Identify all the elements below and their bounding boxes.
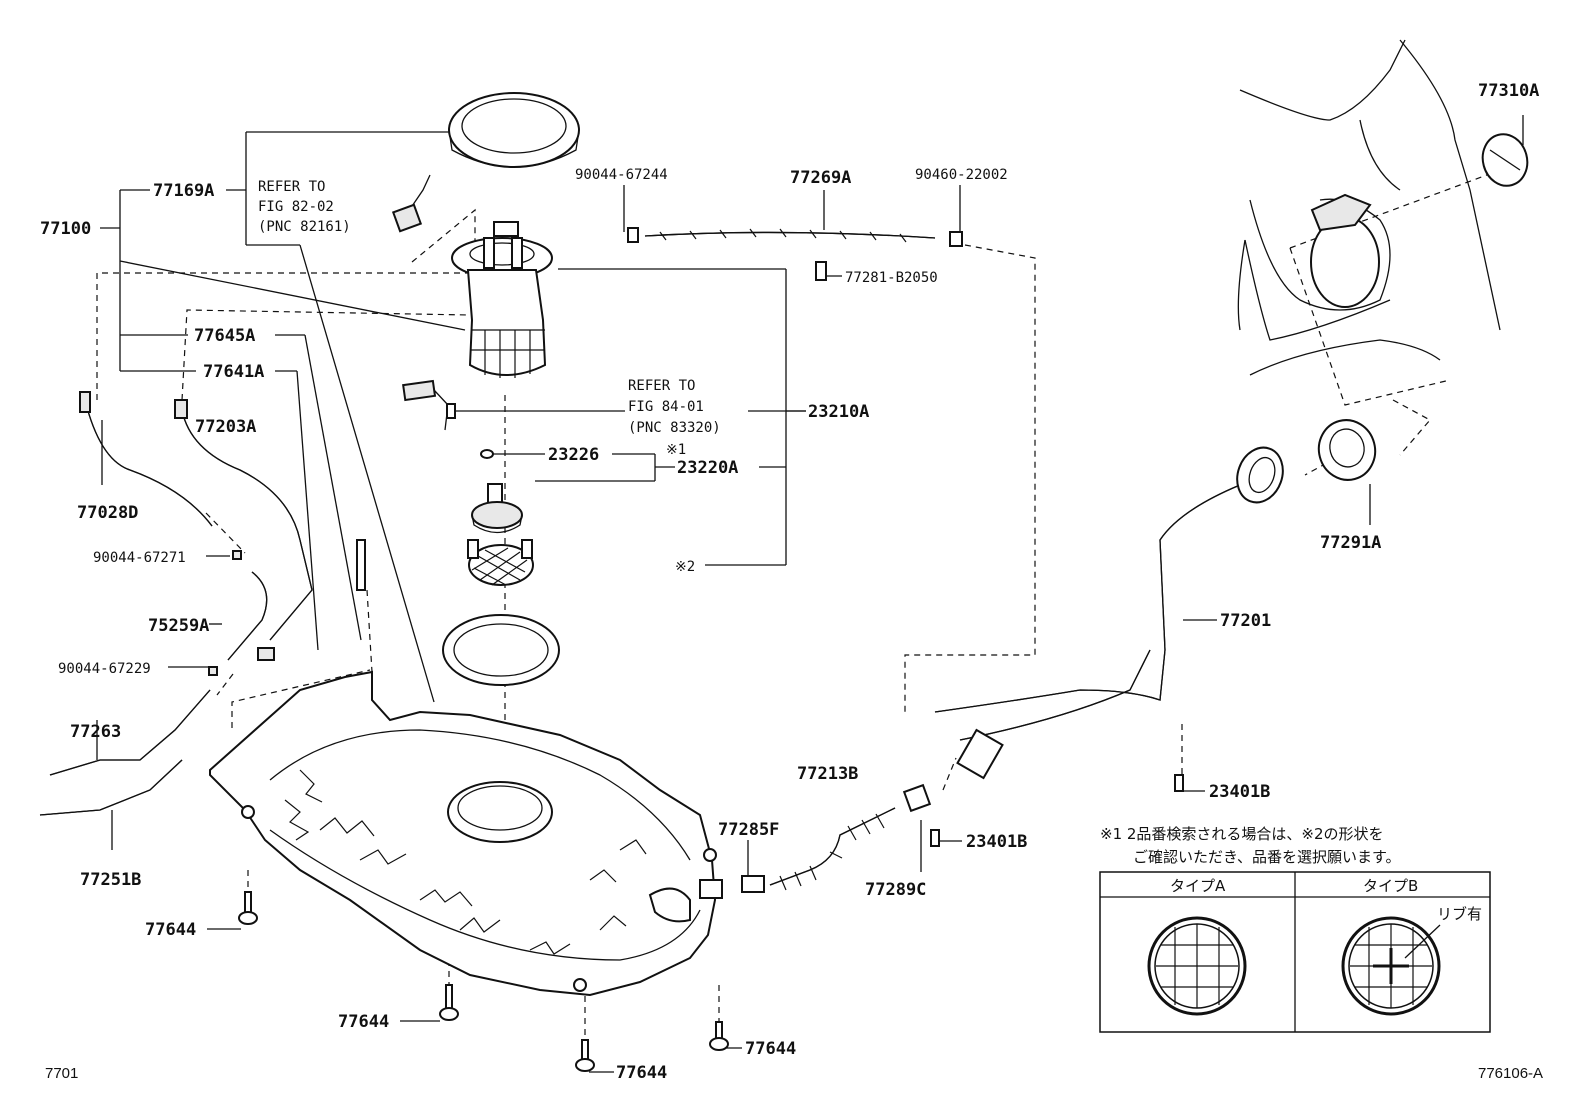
top-ring-gasket <box>448 92 580 168</box>
bolt-icon <box>709 1021 729 1051</box>
fuel-tank <box>209 670 723 997</box>
label-77281-B2050: 77281-B2050 <box>845 270 938 286</box>
fuel-cap <box>1481 133 1529 187</box>
label-77263: 77263 <box>70 722 121 742</box>
fuel-pump-assembly <box>451 221 553 378</box>
filler-pipe <box>934 446 1284 780</box>
ref-line: FIG 82-02 <box>258 199 334 215</box>
label-77644: 77644 <box>145 920 196 940</box>
label-77291A: 77291A <box>1320 533 1381 553</box>
ref-line: FIG 84-01 <box>628 399 704 415</box>
lower-ring-gasket <box>442 614 560 686</box>
ref-line: (PNC 83320) <box>628 420 721 436</box>
label-23401B: 23401B <box>966 832 1027 852</box>
body-panel <box>1237 39 1501 376</box>
label-77213B: 77213B <box>797 764 858 784</box>
label-77028D: 77028D <box>77 503 138 523</box>
figure-code: 776106-A <box>1478 1065 1543 1082</box>
label-90460-22002: 90460-22002 <box>915 167 1008 183</box>
label-90044-67244: 90044-67244 <box>575 167 668 183</box>
strainer-type-b-icon <box>1341 916 1441 1016</box>
strainer-cap <box>467 539 534 586</box>
part-labels: 77100 77169A 77645A 77641A 77203A 77028D… <box>40 81 1539 1083</box>
bolt-icon <box>439 984 459 1021</box>
connector-plug <box>391 174 431 233</box>
ref-line: REFER TO <box>258 179 325 195</box>
dashed-assembly-lines <box>96 169 1501 1055</box>
page-code: 7701 <box>45 1065 78 1082</box>
label-mark-1: ※1 <box>666 442 686 458</box>
filler-hose <box>741 774 1184 893</box>
ref-line: (PNC 82161) <box>258 219 351 235</box>
label-23210A: 23210A <box>808 402 869 422</box>
label-75259A: 75259A <box>148 616 209 636</box>
label-23401B: 23401B <box>1209 782 1270 802</box>
bolt-icon <box>575 1039 595 1072</box>
label-23226: 23226 <box>548 445 599 465</box>
vent-tube <box>627 227 963 281</box>
label-77645A: 77645A <box>194 326 255 346</box>
label-mark-2: ※2 <box>675 559 695 575</box>
bolt-77644-set <box>238 891 729 1072</box>
strainer-type-note: ※1 2品番検索される場合は、※2の形状を ご確認いただき、品番を選択願います。… <box>1099 825 1491 1033</box>
note-line-2: ご確認いただき、品番を選択願います。 <box>1133 848 1400 866</box>
label-77289C: 77289C <box>865 880 926 900</box>
label-90044-67271: 90044-67271 <box>93 550 186 566</box>
strainer-type-a-icon <box>1147 916 1247 1016</box>
small-o-ring <box>480 449 494 459</box>
type-a-header: タイプA <box>1170 877 1226 895</box>
reference-fig-84-01: REFER TO FIG 84-01 (PNC 83320) <box>628 378 721 436</box>
reference-fig-82-02: REFER TO FIG 82-02 (PNC 82161) <box>258 179 351 235</box>
ref-line: REFER TO <box>628 378 695 394</box>
label-77310A: 77310A <box>1478 81 1539 101</box>
rib-label: リブ有 <box>1437 905 1482 923</box>
label-77100: 77100 <box>40 219 91 239</box>
label-77201: 77201 <box>1220 611 1271 631</box>
type-b-header: タイプB <box>1363 877 1418 895</box>
label-77285F: 77285F <box>718 820 779 840</box>
label-90044-67229: 90044-67229 <box>58 661 151 677</box>
sender-gauge <box>402 379 456 431</box>
label-77644: 77644 <box>745 1039 796 1059</box>
label-77269A: 77269A <box>790 168 851 188</box>
fuel-filter <box>471 483 523 534</box>
leader-lines <box>96 115 1524 1073</box>
fuel-lines-left <box>39 391 366 816</box>
label-77203A: 77203A <box>195 417 256 437</box>
label-77641A: 77641A <box>203 362 264 382</box>
label-23220A: 23220A <box>677 458 738 478</box>
label-77644: 77644 <box>616 1063 667 1083</box>
label-77251B: 77251B <box>80 870 141 890</box>
bolt-icon <box>238 891 258 925</box>
note-line-1: ※1 2品番検索される場合は、※2の形状を <box>1100 825 1384 843</box>
cap-gasket <box>1317 419 1377 481</box>
label-77169A: 77169A <box>153 181 214 201</box>
label-77644: 77644 <box>338 1012 389 1032</box>
